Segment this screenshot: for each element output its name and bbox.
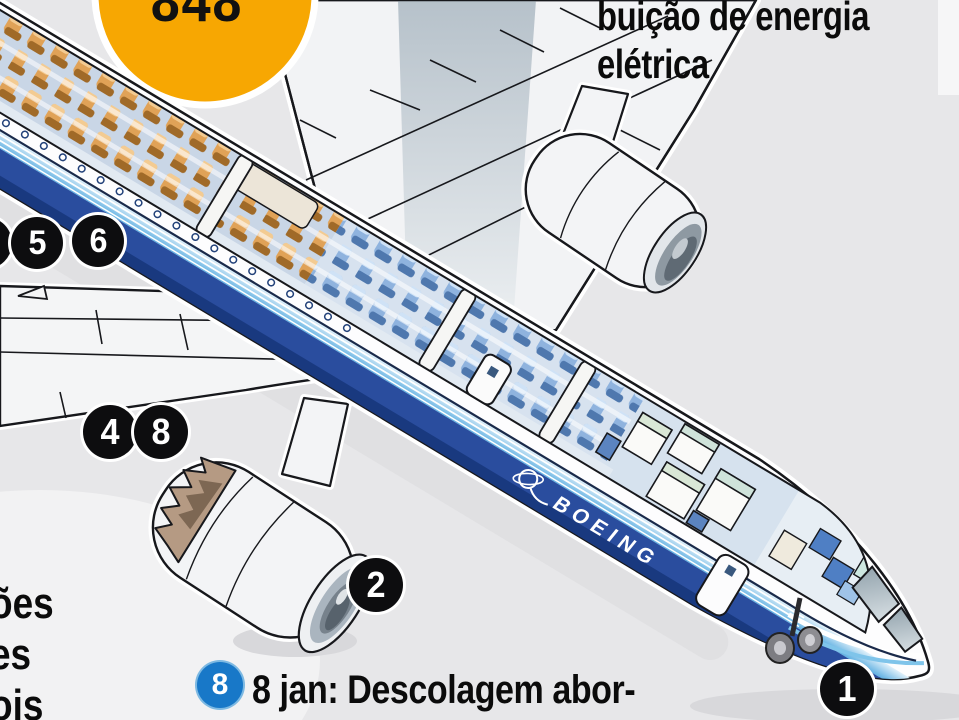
timeline-entry-text: 8 jan: Descolagem abor- [252,668,636,712]
callout-6: 6 [72,215,124,267]
cabin-door-rear [465,353,512,406]
headline-line-2: elétrica [597,41,709,87]
callout-8-digit: 8 [151,411,171,452]
callout-2: 2 [349,558,403,612]
callout-5-digit: 5 [28,223,46,262]
galley-monuments [594,411,757,534]
cutoff-line-2: es [0,630,32,679]
callout-1-digit: 1 [837,668,857,709]
near-engine-pylon-fill [280,396,350,488]
cutoff-line-3: ois [0,681,44,720]
callout-2-digit: 2 [366,564,386,605]
cutoff-text-column: ões es ois [0,578,54,720]
callout-8: 8 [134,405,188,459]
stat-badge-number: 848 [150,0,244,34]
cabin-interior [0,0,911,633]
corner-white-edge [938,0,959,95]
economy-seats-orange [0,0,345,286]
timeline-marker-8: 8 [197,662,243,708]
callout-6-digit: 6 [89,221,107,260]
callout-5: 5 [11,217,63,269]
callout-1: 1 [820,662,874,716]
headline-line-1: buição de energia [597,0,870,39]
stat-badge-disc [91,0,319,109]
timeline-marker-digit: 8 [211,668,229,701]
window-row [0,5,370,343]
cockpit-windshield [851,565,924,654]
callout-4-digit: 4 [100,411,120,452]
callout-4: 4 [83,405,137,459]
nose-landing-gear [765,597,823,664]
cabin-door-front [695,553,750,617]
cutoff-line-1: ões [0,579,54,628]
headline: buição de energia elétrica [597,0,869,88]
far-engine [521,82,708,294]
cabin-opening-outline [0,0,872,635]
